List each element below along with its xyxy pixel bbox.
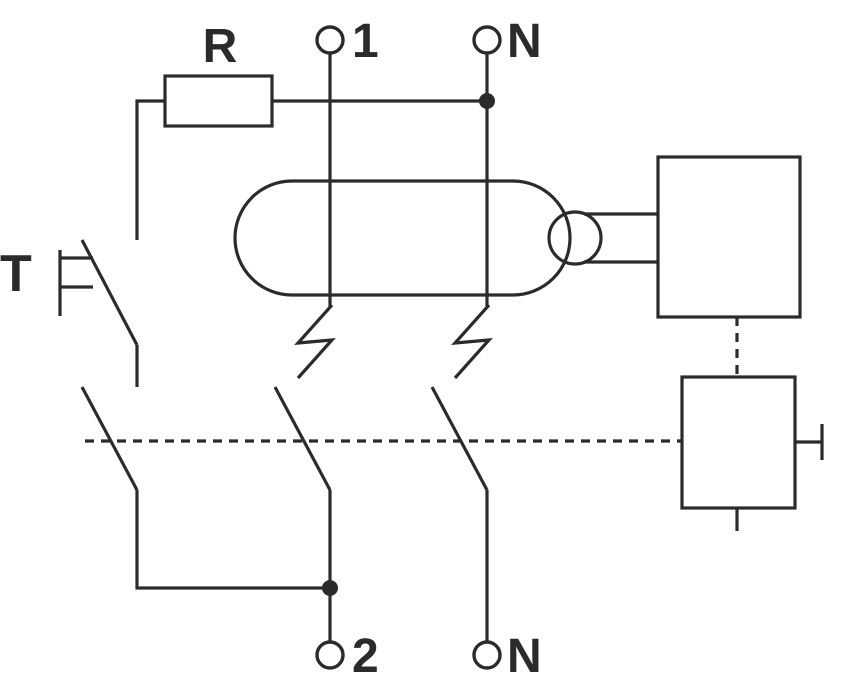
line-conductor-break <box>294 303 336 380</box>
neutral-contact-blade <box>430 386 489 491</box>
test-return-wire <box>135 490 330 590</box>
line-contact-blade <box>273 386 332 491</box>
terminal-n-top-label: N <box>507 15 542 68</box>
resistor-to-test-wire <box>135 99 165 240</box>
test-contact-blade <box>80 239 139 346</box>
terminal-n-bottom-label: N <box>507 630 542 683</box>
switch-mechanism-box <box>680 375 797 510</box>
terminal-n-bottom-circle <box>472 640 502 670</box>
terminal-1-circle <box>315 25 345 55</box>
test-lower-contact-blade <box>80 386 139 491</box>
mechanism-handle <box>795 424 824 460</box>
secondary-winding-circle <box>547 210 603 266</box>
toroid-core <box>233 179 572 297</box>
test-button-plunger <box>58 250 93 316</box>
terminal-2-label: 2 <box>352 630 379 683</box>
neutral-conductor-break <box>451 303 493 380</box>
terminal-n-top-circle <box>472 25 502 55</box>
trip-relay-box <box>656 155 802 319</box>
resistor-label: R <box>203 20 238 73</box>
terminal-2-circle <box>315 640 345 670</box>
terminal-1-label: 1 <box>352 15 379 68</box>
test-button-label: T <box>0 245 32 303</box>
resistor-body <box>163 74 274 128</box>
